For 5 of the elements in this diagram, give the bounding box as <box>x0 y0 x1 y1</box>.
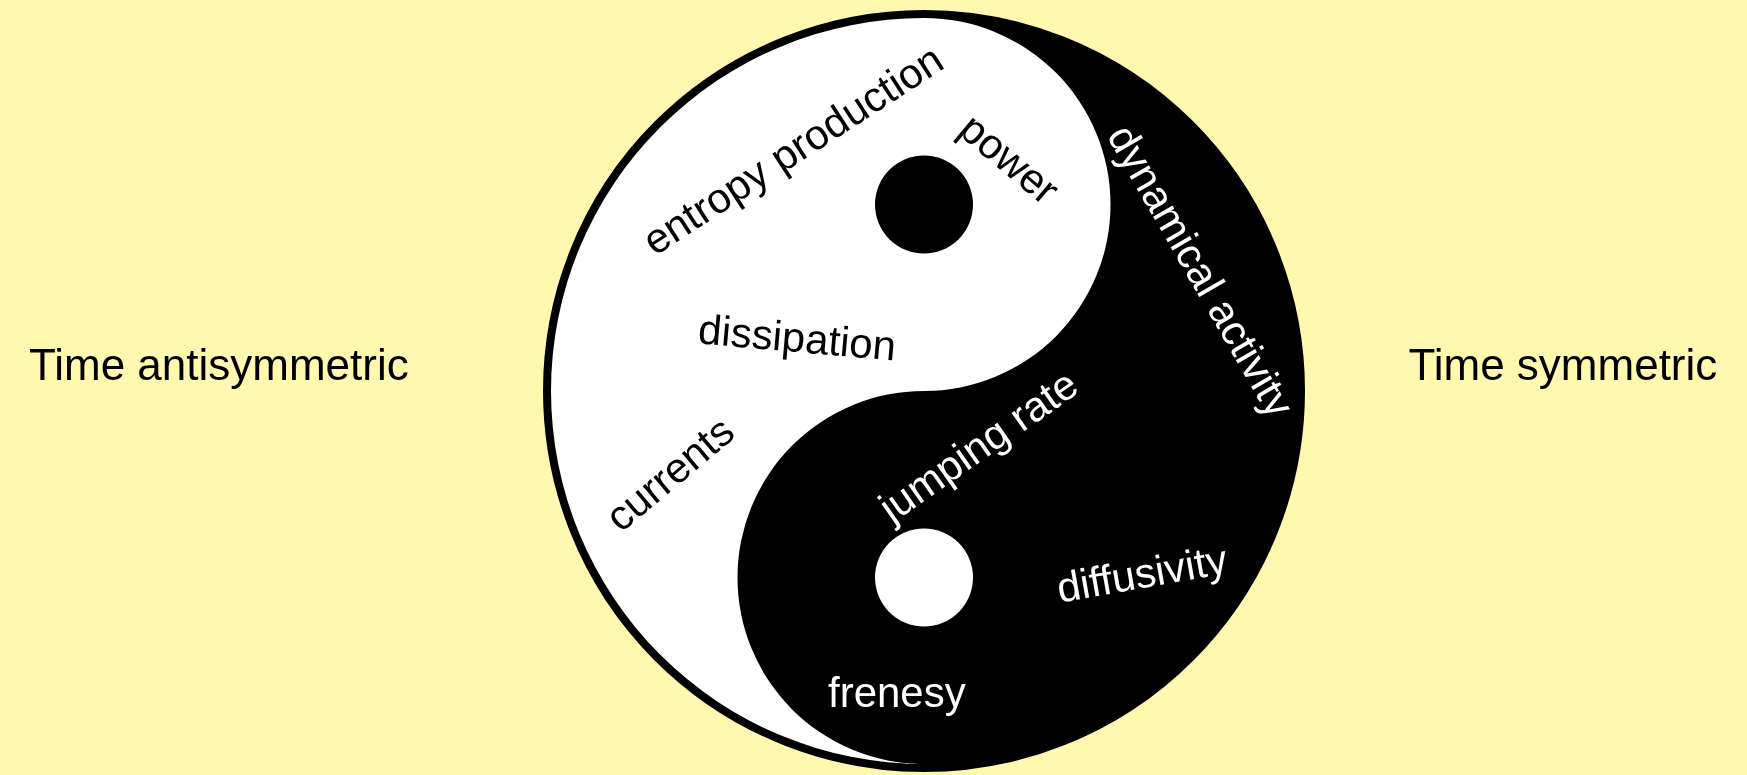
axis-label: Time symmetric <box>1408 343 1718 387</box>
term-label: diffusivity <box>1053 538 1231 610</box>
axis-label: Time antisymmetric <box>29 343 409 387</box>
term-label: dissipation <box>696 308 898 368</box>
term-label: frenesy <box>828 672 966 714</box>
